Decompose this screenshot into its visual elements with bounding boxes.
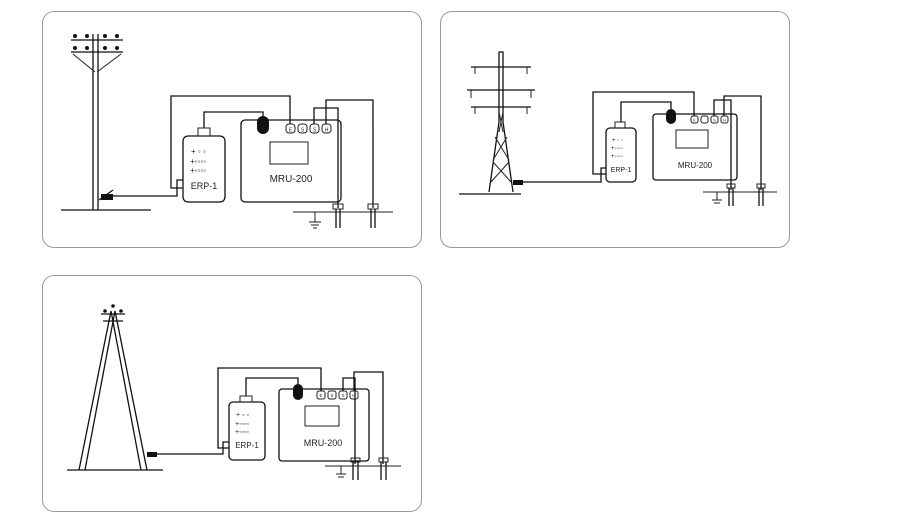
svg-text:+◦◦◦◦: +◦◦◦◦ [190,166,206,175]
utility-pole [61,34,151,211]
erp-1-label: ERP-1 [611,167,632,174]
ground-probe-icon [332,203,379,228]
svg-text:H: H [352,393,355,398]
ground-symbol-icon [703,191,777,204]
clamp-icon [147,452,157,457]
clamp-icon [98,189,114,201]
transmission-tower [459,51,535,195]
svg-text:S: S [313,128,317,134]
svg-text:E: E [693,118,696,123]
panel-1-drawing: + ◦ ◦ +◦◦◦◦ +◦◦◦◦ ERP-1 E S S H MRU-200 [61,34,393,229]
svg-text:+◦◦◦◦: +◦◦◦◦ [190,157,206,166]
svg-text:H: H [723,118,726,123]
ground-symbol-icon [293,211,393,229]
test-wires [157,367,384,464]
ground-probe-icon [726,183,766,206]
mru-200-meter: E S H MRU-200 [652,109,738,181]
svg-text:+◦◦◦◦: +◦◦◦◦ [235,421,249,428]
svg-text:+ ◦ ◦: + ◦ ◦ [191,147,206,156]
svg-text:S: S [341,393,344,398]
test-wires [113,95,374,208]
svg-text:+ ◦ ◦: + ◦ ◦ [236,412,249,419]
diagram-panel-transmission-tower: + ◦ ◦ +◦◦◦◦ +◦◦◦◦ ERP-1 E S H MRU-200 [440,11,790,248]
erp-1-device: + ◦ ◦ +◦◦◦◦ +◦◦◦◦ ERP-1 [228,395,266,461]
svg-text:+◦◦◦◦: +◦◦◦◦ [611,146,623,152]
svg-text:S: S [330,393,333,398]
erp-1-label: ERP-1 [191,181,218,191]
a-frame-pole [67,304,163,471]
svg-text:S: S [301,128,305,134]
test-wires [523,91,762,190]
svg-text:S: S [713,118,716,123]
svg-text:+◦◦◦◦: +◦◦◦◦ [611,154,623,160]
svg-text:+ ◦ ◦: + ◦ ◦ [612,138,623,144]
ground-probe-icon [350,457,389,480]
diagram-panel-a-frame-pole: + ◦ ◦ +◦◦◦◦ +◦◦◦◦ ERP-1 E S S H MRU-200 [42,275,422,512]
mru-200-meter: E S S H MRU-200 [240,116,342,203]
svg-text:H: H [325,128,329,134]
svg-text:E: E [319,393,322,398]
panel-2-drawing: + ◦ ◦ +◦◦◦◦ +◦◦◦◦ ERP-1 E S H MRU-200 [459,51,777,206]
diagram-panel-utility-pole: + ◦ ◦ +◦◦◦◦ +◦◦◦◦ ERP-1 E S S H MRU-200 [42,11,422,248]
clamp-icon [513,180,523,185]
erp-1-device: + ◦ ◦ +◦◦◦◦ +◦◦◦◦ ERP-1 [605,121,637,183]
erp-1-device: + ◦ ◦ +◦◦◦◦ +◦◦◦◦ ERP-1 [182,127,226,203]
mru-200-label: MRU-200 [304,438,343,448]
erp-1-label: ERP-1 [235,441,259,450]
mru-200-meter: E S S H MRU-200 [278,384,370,462]
svg-text:+◦◦◦◦: +◦◦◦◦ [235,429,249,436]
panel-3-drawing: + ◦ ◦ +◦◦◦◦ +◦◦◦◦ ERP-1 E S S H MRU-200 [67,304,401,480]
svg-text:E: E [289,128,293,134]
mru-200-label: MRU-200 [678,161,713,170]
mru-200-label: MRU-200 [270,174,313,185]
ground-symbol-icon [325,465,401,478]
